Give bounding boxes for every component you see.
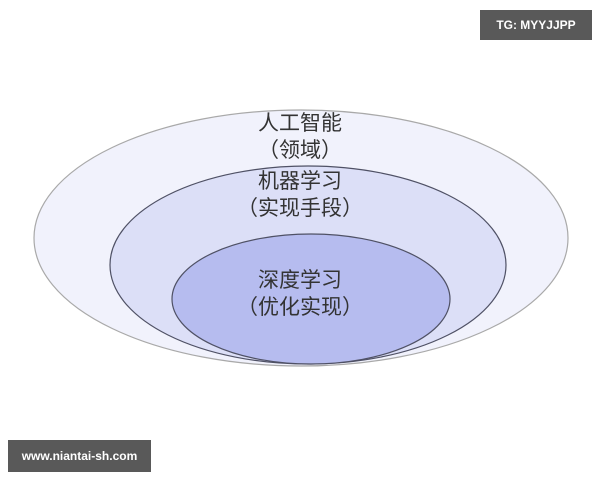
watermark-tg: TG: MYYJJPP [480, 10, 592, 40]
watermark-website: www.niantai-sh.com [8, 440, 151, 472]
dl-subtitle: （优化实现） [237, 295, 363, 319]
ml-subtitle: （实现手段） [237, 196, 363, 220]
dl-title: 深度学习 [258, 268, 342, 292]
ellipse-deep-learning [171, 233, 451, 365]
ai-subtitle: （领域） [258, 138, 342, 162]
ml-title: 机器学习 [258, 169, 342, 193]
ai-title: 人工智能 [258, 111, 342, 135]
